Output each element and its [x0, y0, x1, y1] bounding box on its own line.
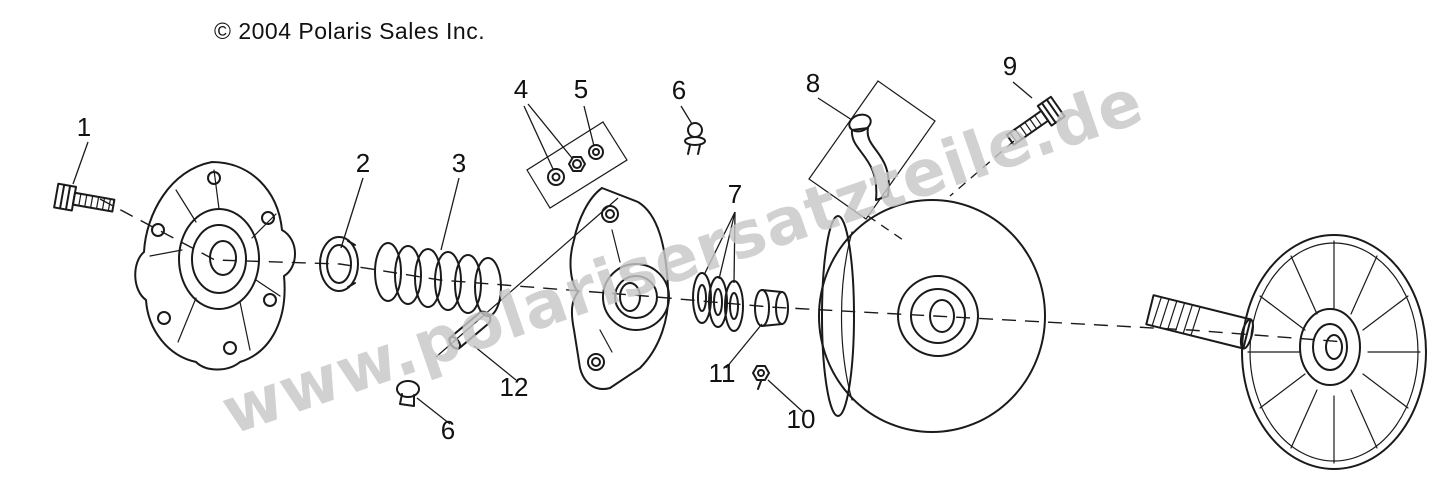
part-bushing: [754, 289, 789, 327]
part-pin: [448, 310, 492, 350]
part-spacer-ring: [319, 236, 359, 292]
callout-1: 1: [77, 112, 91, 142]
assembly-centerline: [99, 198, 1346, 343]
callout-2: 2: [356, 148, 370, 178]
callout-10: 10: [787, 404, 816, 434]
part-outer-drive-face: [1241, 234, 1427, 470]
part-plug-bottom: [396, 380, 420, 407]
callout-8: 8: [806, 68, 820, 98]
callout-9: 9: [1003, 51, 1017, 81]
part-spider-bracket: [569, 187, 670, 390]
copyright-text: © 2004 Polaris Sales Inc.: [214, 18, 486, 44]
leader-lines: [72, 81, 1033, 425]
callout-6-bottom: 6: [441, 415, 455, 445]
part-lock-nut: [752, 365, 770, 390]
part-spring: [374, 242, 502, 317]
part-retaining-bolt: [949, 95, 1066, 197]
callout-6-top: 6: [672, 75, 686, 105]
part-mounting-bolt: [53, 182, 116, 213]
part-small-bolt-top: [684, 122, 706, 155]
callout-3: 3: [452, 148, 466, 178]
part-roller-washers: [692, 272, 744, 332]
part-threaded-shaft: [1145, 294, 1254, 350]
part-moveable-drive-face: [818, 199, 1046, 433]
part-washer-nut-set: [526, 121, 628, 209]
callout-labels: 1 2 3 4 5 6 7 8 9 10 11 12 6: [77, 51, 1017, 445]
callout-7: 7: [728, 179, 742, 209]
part-fixed-drive-face: [134, 161, 296, 371]
callout-12: 12: [500, 372, 529, 402]
callout-5: 5: [574, 74, 588, 104]
part-weight-arm: [808, 80, 936, 241]
callout-11: 11: [709, 358, 736, 388]
pin-guide-line: [435, 197, 619, 358]
callout-4: 4: [514, 74, 528, 104]
